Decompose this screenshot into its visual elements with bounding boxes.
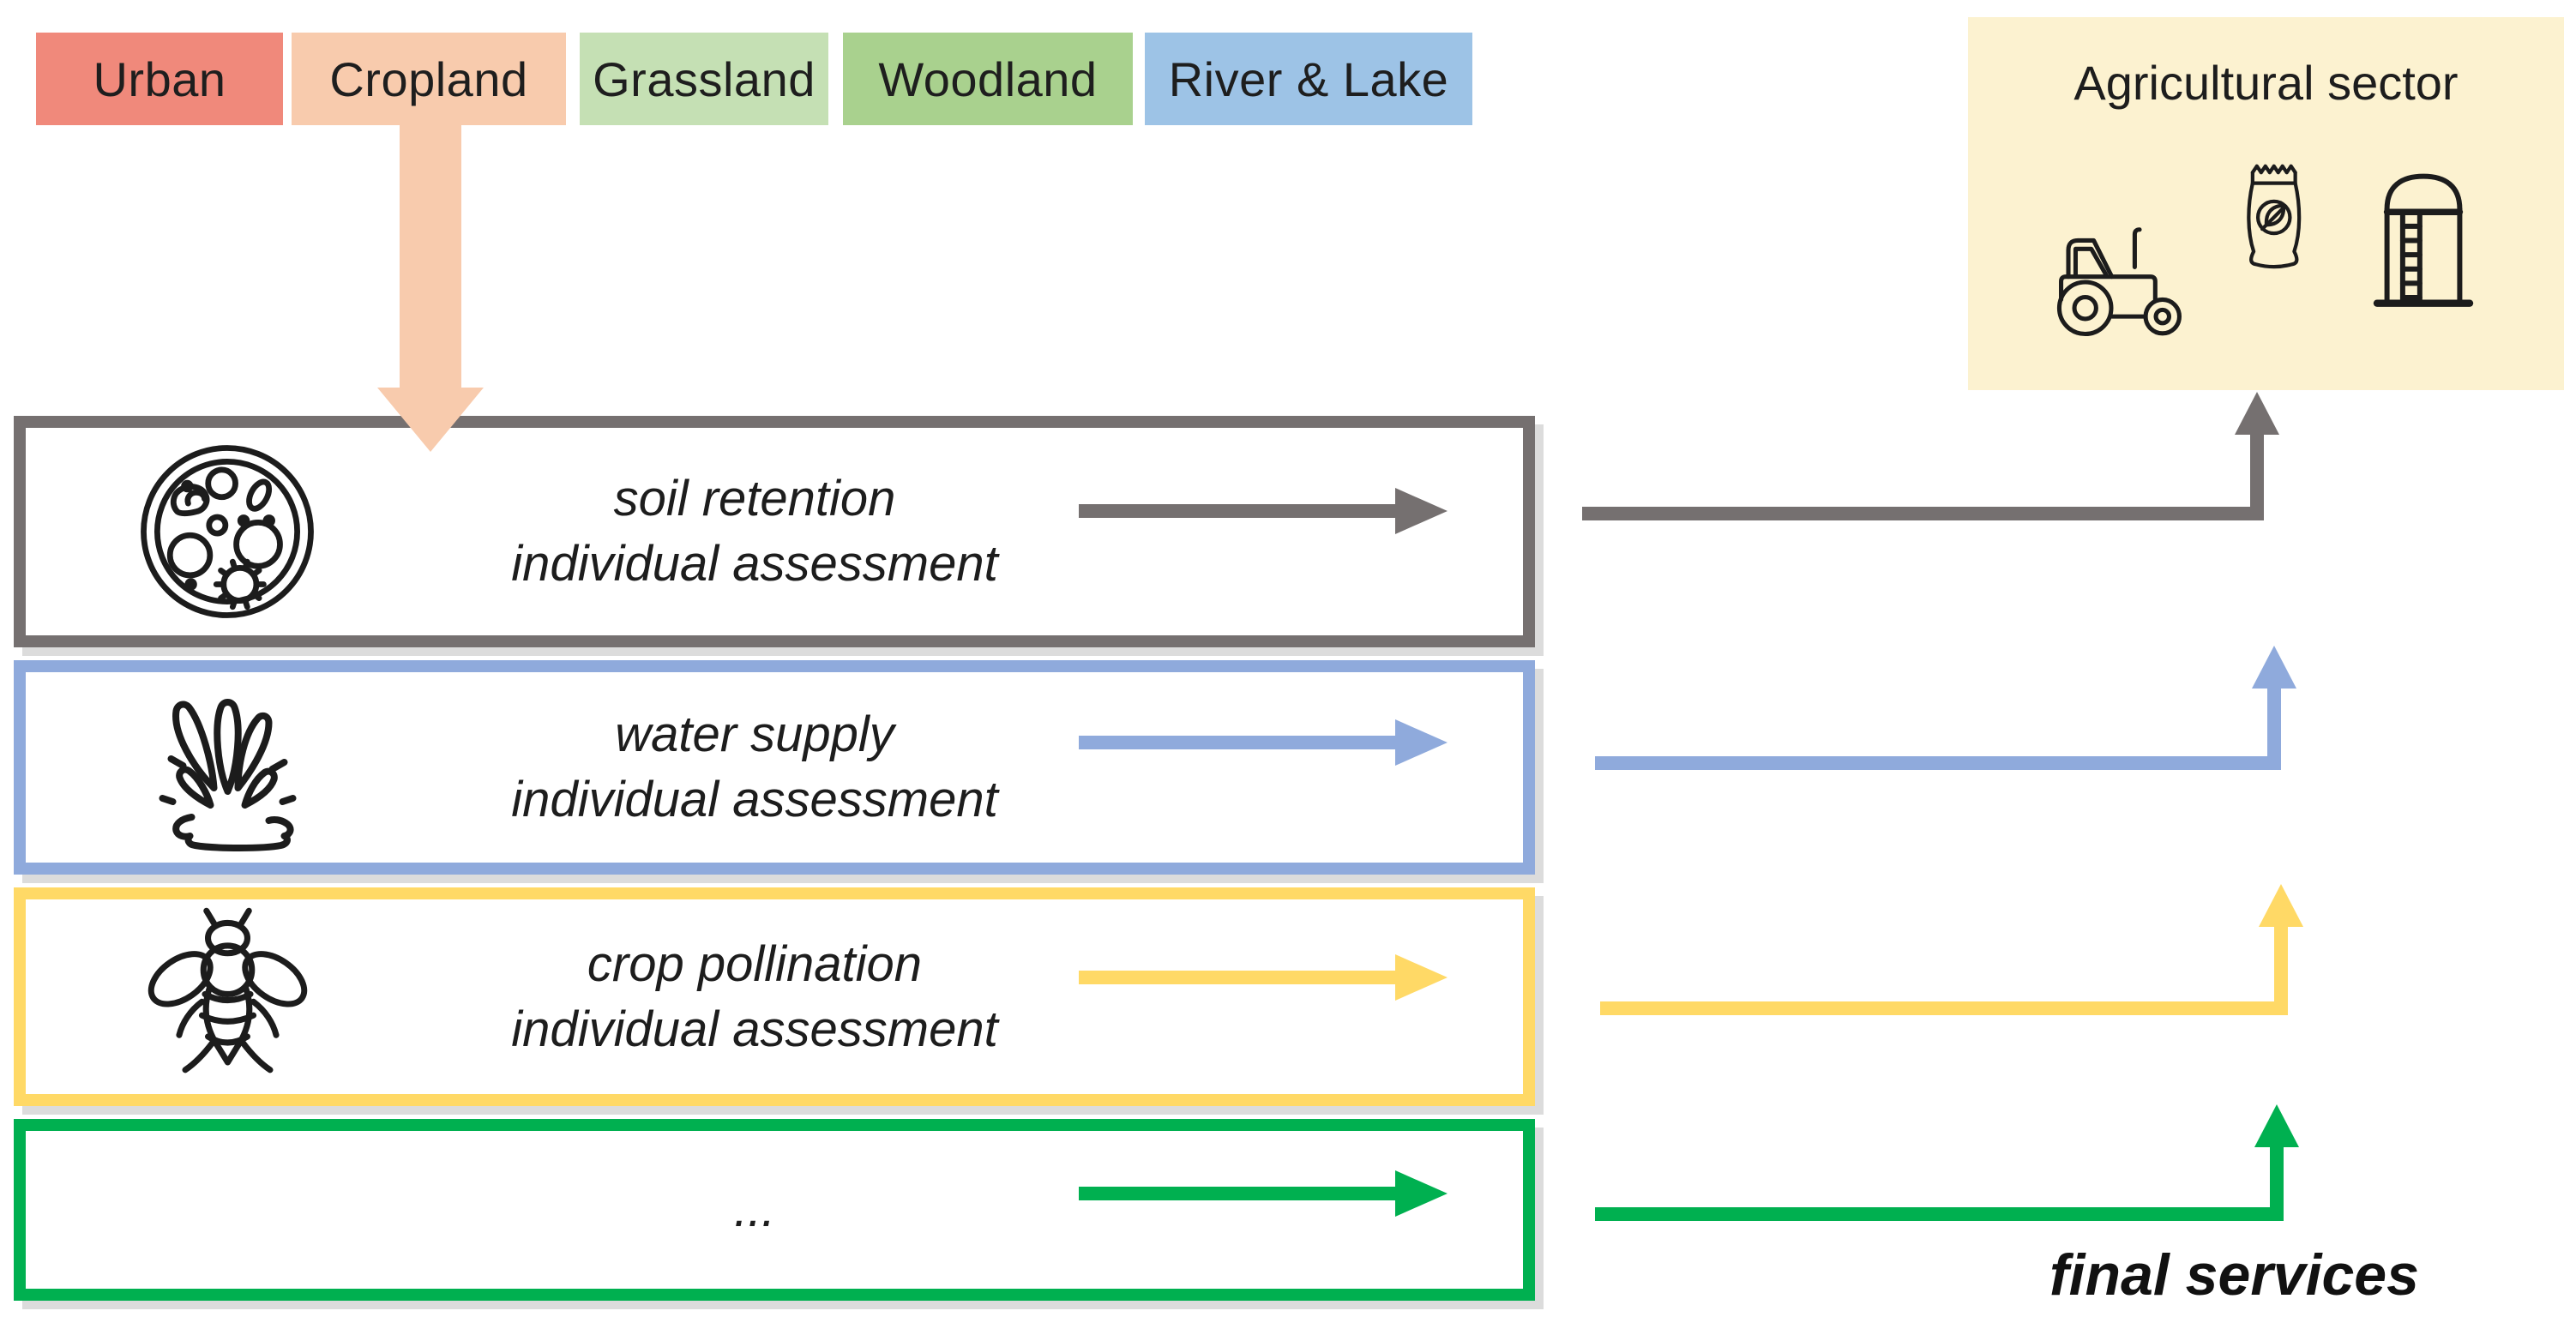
- agricultural-sector-box: Agricultural sector: [1968, 17, 2564, 390]
- water-splash-icon: [120, 672, 334, 863]
- service-name: water supply: [615, 707, 894, 762]
- legend-grassland: Grassland: [580, 33, 828, 125]
- row-water-supply-text: water supply individual assessment: [334, 672, 1175, 863]
- row-soil-retention-text: soil retention individual assessment: [334, 428, 1175, 635]
- legend-river-lake: River & Lake: [1145, 33, 1472, 125]
- service-name: soil retention: [613, 471, 896, 526]
- legend-woodland-label: Woodland: [878, 51, 1098, 106]
- legend-woodland: Woodland: [843, 33, 1133, 125]
- service-name: ...: [733, 1182, 776, 1237]
- row-soil-retention: soil retention individual assessment: [14, 416, 1535, 647]
- row-crop-pollination-text: crop pollination individual assessment: [334, 899, 1175, 1094]
- seed-bag-icon: [2247, 164, 2302, 269]
- soil-retention-flow-arrow: [1582, 433, 2264, 520]
- crop-pollination-flow-arrow: [1600, 925, 2288, 1015]
- service-subtitle: individual assessment: [511, 536, 998, 592]
- cropland-input-arrow: [377, 124, 484, 452]
- tractor-icon: [2056, 227, 2182, 337]
- row-water-supply: water supply individual assessment: [14, 660, 1535, 875]
- water-supply-flow-arrowhead: [2252, 646, 2296, 689]
- silo-icon: [2373, 173, 2474, 307]
- soil-retention-flow-arrowhead: [2235, 392, 2279, 435]
- service-subtitle: individual assessment: [511, 772, 998, 827]
- service-name: crop pollination: [587, 935, 923, 992]
- legend-river-lake-label: River & Lake: [1168, 51, 1449, 106]
- other-services-flow-arrowhead: [2254, 1104, 2299, 1147]
- service-subtitle: individual assessment: [511, 1001, 998, 1057]
- other-services-flow-arrow: [1595, 1146, 2284, 1221]
- final-services-caption: final services: [2049, 1242, 2419, 1308]
- legend-cropland: Cropland: [292, 33, 566, 125]
- legend-urban: Urban: [36, 33, 283, 125]
- petri-dish-icon: [120, 428, 334, 635]
- agricultural-sector-title: Agricultural sector: [2073, 56, 2459, 110]
- legend-grassland-label: Grassland: [593, 51, 816, 106]
- row-crop-pollination: crop pollination individual assessment: [14, 887, 1535, 1106]
- water-supply-flow-arrow: [1595, 687, 2281, 770]
- legend-cropland-label: Cropland: [329, 51, 528, 106]
- row-other-services-text: ...: [334, 1131, 1175, 1289]
- legend-urban-label: Urban: [93, 51, 226, 106]
- row-other-services: ...: [14, 1119, 1535, 1301]
- crop-pollination-flow-arrowhead: [2259, 884, 2303, 927]
- bee-icon: [120, 899, 334, 1094]
